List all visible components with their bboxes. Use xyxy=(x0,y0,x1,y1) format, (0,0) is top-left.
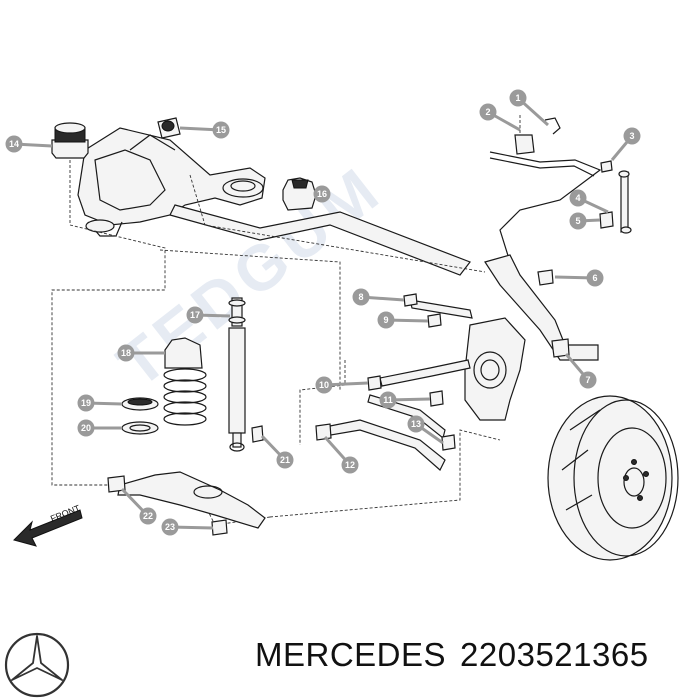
callout-number: 16 xyxy=(317,189,327,199)
callout-20: 20 xyxy=(77,419,95,437)
callout-circle xyxy=(341,456,359,474)
callout-22: 22 xyxy=(139,507,157,525)
callout-11: 11 xyxy=(379,391,397,409)
callout-number: 6 xyxy=(592,273,597,283)
callout-circle xyxy=(569,212,587,230)
callout-circle xyxy=(352,288,370,306)
callout-15: 15 xyxy=(212,121,230,139)
callout-circle xyxy=(161,518,179,536)
callout-number: 20 xyxy=(81,423,91,433)
callout-circle xyxy=(313,185,331,203)
callout-circle xyxy=(407,415,425,433)
callout-circle xyxy=(379,391,397,409)
callout-circle xyxy=(315,376,333,394)
front-arrow-icon: FRONT xyxy=(13,503,83,547)
caption: MERCEDES 2203521365 xyxy=(255,636,663,674)
callout-4: 4 xyxy=(569,189,587,207)
callout-3: 3 xyxy=(623,127,641,145)
callout-number: 8 xyxy=(358,292,363,302)
callout-19: 19 xyxy=(77,394,95,412)
callout-9: 9 xyxy=(377,311,395,329)
caption-row: MERCEDES 2203521365 xyxy=(0,626,700,698)
callout-7: 7 xyxy=(579,371,597,389)
callout-circle xyxy=(377,311,395,329)
callout-circle xyxy=(77,419,95,437)
callout-circle xyxy=(5,135,23,153)
callout-1: 1 xyxy=(509,89,527,107)
callout-number: 19 xyxy=(81,398,91,408)
callout-number: 22 xyxy=(143,511,153,521)
callout-number: 4 xyxy=(575,193,580,203)
callout-17: 17 xyxy=(186,306,204,324)
callout-2: 2 xyxy=(479,103,497,121)
callout-circle xyxy=(509,89,527,107)
callout-5: 5 xyxy=(569,212,587,230)
callout-circle xyxy=(569,189,587,207)
callout-circle xyxy=(212,121,230,139)
callout-18: 18 xyxy=(117,344,135,362)
brand-name: MERCEDES xyxy=(255,636,447,673)
callout-circle xyxy=(186,306,204,324)
callout-number: 17 xyxy=(190,310,200,320)
callout-number: 10 xyxy=(319,380,329,390)
callout-number: 15 xyxy=(216,125,226,135)
callout-16: 16 xyxy=(313,185,331,203)
upper-control-arm xyxy=(484,254,599,361)
callout-number: 5 xyxy=(575,216,580,226)
callout-13: 13 xyxy=(407,415,425,433)
callout-14: 14 xyxy=(5,135,23,153)
callout-6: 6 xyxy=(586,269,604,287)
callout-number: 3 xyxy=(629,131,634,141)
callout-number: 1 xyxy=(515,93,520,103)
subframe-mount-14 xyxy=(51,122,89,159)
wheel-carrier xyxy=(464,317,526,421)
callout-number: 23 xyxy=(165,522,175,532)
lower-spring-link xyxy=(107,471,266,536)
callout-number: 14 xyxy=(9,139,19,149)
subframe xyxy=(77,127,471,276)
callout-number: 13 xyxy=(411,419,421,429)
part-number: 2203521365 xyxy=(460,636,649,673)
callout-number: 11 xyxy=(383,395,393,405)
callout-10: 10 xyxy=(315,376,333,394)
stabilizer-bar xyxy=(489,117,632,263)
callout-circle xyxy=(139,507,157,525)
callout-circle xyxy=(276,451,294,469)
callout-circle xyxy=(117,344,135,362)
top-mount-16 xyxy=(282,177,317,211)
callout-number: 9 xyxy=(383,315,388,325)
bushing-15 xyxy=(157,117,181,139)
callout-23: 23 xyxy=(161,518,179,536)
callout-12: 12 xyxy=(341,456,359,474)
callout-circle xyxy=(479,103,497,121)
callout-circle xyxy=(586,269,604,287)
callout-circle xyxy=(579,371,597,389)
mercedes-star-icon xyxy=(4,632,70,698)
wheel xyxy=(547,395,679,561)
callout-number: 21 xyxy=(280,455,290,465)
shock-absorber xyxy=(228,297,264,452)
callout-8: 8 xyxy=(352,288,370,306)
callout-circle xyxy=(623,127,641,145)
callout-number: 2 xyxy=(485,107,490,117)
callout-number: 12 xyxy=(345,460,355,470)
callout-circle xyxy=(77,394,95,412)
callout-number: 7 xyxy=(585,375,590,385)
callout-21: 21 xyxy=(276,451,294,469)
callout-number: 18 xyxy=(121,348,131,358)
